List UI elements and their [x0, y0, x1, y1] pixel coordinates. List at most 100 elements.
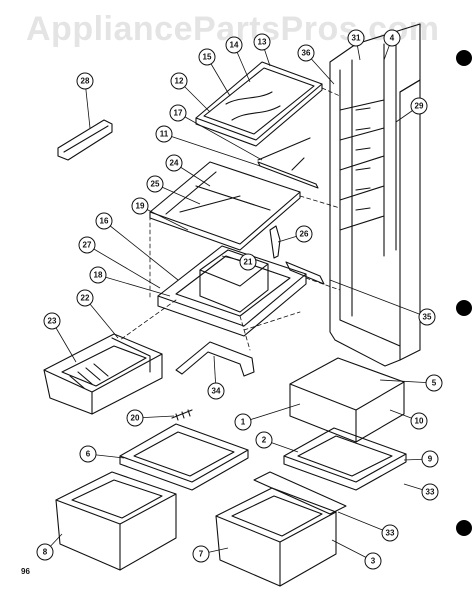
callout-label: 4 [390, 34, 395, 43]
callout-circle [131, 197, 149, 215]
leader-line-c17 [177, 112, 263, 161]
binder-hole-top [456, 50, 472, 66]
callout-circle [421, 450, 439, 468]
callout-circle [76, 289, 94, 307]
callout-circle [207, 382, 225, 400]
callout-29: 29 [410, 97, 428, 115]
callout-33: 33 [381, 524, 399, 542]
callout-circle [364, 552, 382, 570]
callout-circle [192, 545, 210, 563]
callout-6: 6 [79, 445, 97, 463]
frame-left-6 [119, 423, 249, 491]
callout-circle [89, 266, 107, 284]
shelf-rails [257, 137, 319, 189]
callout-13: 13 [253, 33, 271, 51]
binder-hole-bottom [456, 520, 472, 536]
callout-15: 15 [198, 48, 216, 66]
part-28-bracket [57, 119, 113, 161]
callout-circle [79, 445, 97, 463]
glass-shelf [149, 161, 301, 251]
callout-circle [43, 312, 61, 330]
callout-16: 16 [95, 212, 113, 230]
callout-label: 29 [415, 102, 424, 111]
callout-circle [36, 543, 54, 561]
frame-right-9 [283, 427, 407, 491]
leader-line-c1 [242, 403, 301, 423]
callout-2: 2 [255, 431, 273, 449]
screw-20 [171, 409, 193, 421]
callout-31: 31 [347, 29, 365, 47]
rail-33 [253, 471, 347, 515]
callout-label: 2 [262, 436, 267, 445]
callout-label: 17 [174, 109, 183, 118]
callout-circle [146, 175, 164, 193]
callout-4: 4 [383, 29, 401, 47]
leader-line-c19 [139, 205, 189, 231]
callout-22: 22 [76, 289, 94, 307]
callout-label: 14 [230, 41, 239, 50]
liner-side-wall [329, 23, 421, 367]
callout-circle [255, 431, 273, 449]
callout-label: 15 [203, 53, 212, 62]
callout-label: 7 [199, 550, 204, 559]
drawer-left-8 [55, 471, 177, 571]
callout-label: 6 [86, 450, 91, 459]
callout-label: 23 [48, 317, 57, 326]
callout-label: 12 [175, 77, 184, 86]
callout-27: 27 [78, 236, 96, 254]
callout-circle [169, 104, 187, 122]
callout-23: 23 [43, 312, 61, 330]
leader-line-c18 [97, 274, 171, 297]
callout-label: 28 [81, 77, 90, 86]
callout-label: 27 [83, 241, 92, 250]
callout-33: 33 [421, 483, 439, 501]
callout-label: 5 [432, 379, 437, 388]
callout-36: 36 [297, 44, 315, 62]
callout-20: 20 [126, 409, 144, 427]
callout-label: 18 [94, 271, 103, 280]
callout-label: 20 [131, 414, 140, 423]
callout-11: 11 [155, 125, 173, 143]
callout-circle [295, 225, 313, 243]
callout-label: 31 [352, 34, 361, 43]
callout-circle [297, 44, 315, 62]
callout-circle [347, 29, 365, 47]
callout-label: 34 [212, 387, 221, 396]
callout-label: 1 [241, 418, 246, 427]
callout-label: 9 [428, 455, 433, 464]
callout-circle [410, 97, 428, 115]
leader-line-c11 [163, 133, 261, 167]
control-assembly [269, 225, 325, 285]
callout-19: 19 [131, 197, 149, 215]
callout-label: 19 [136, 202, 145, 211]
page-number: 96 [21, 567, 30, 576]
callout-5: 5 [425, 374, 443, 392]
drawer-right-7 [215, 487, 337, 587]
callout-14: 14 [225, 36, 243, 54]
callout-circle [425, 374, 443, 392]
callout-circle [126, 409, 144, 427]
callout-label: 33 [426, 488, 435, 497]
binder-hole-middle [456, 300, 472, 316]
callout-34: 34 [207, 382, 225, 400]
callout-circle [198, 48, 216, 66]
callout-circle [421, 483, 439, 501]
callout-circle [418, 308, 436, 326]
callout-circle [170, 72, 188, 90]
callout-label: 33 [386, 529, 395, 538]
callout-circle [381, 524, 399, 542]
callout-35: 35 [418, 308, 436, 326]
leader-line-c27 [86, 244, 161, 289]
callout-24: 24 [165, 154, 183, 172]
callout-label: 8 [43, 548, 48, 557]
leader-line-c33b [337, 511, 391, 534]
callout-25: 25 [146, 175, 164, 193]
callout-label: 16 [100, 217, 109, 226]
callout-10: 10 [410, 412, 428, 430]
leader-line-c35 [329, 279, 428, 318]
callout-17: 17 [169, 104, 187, 122]
callout-12: 12 [170, 72, 188, 90]
